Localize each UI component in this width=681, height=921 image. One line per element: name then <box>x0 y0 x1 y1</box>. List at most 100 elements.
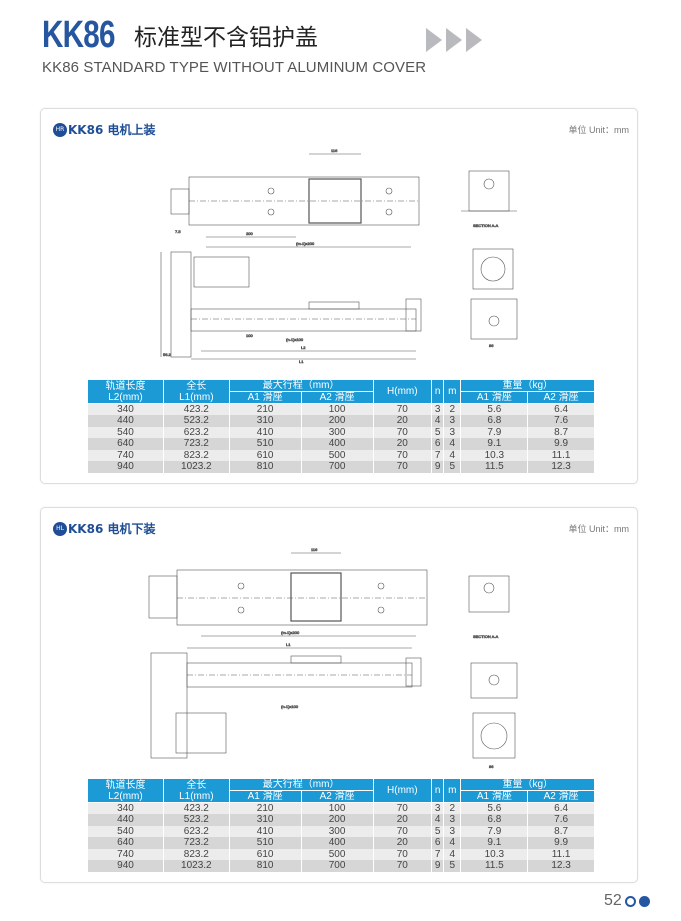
section-badge-icon: HR <box>53 122 67 137</box>
table-cell: 8.7 <box>527 426 595 438</box>
table-cell: 9 <box>431 461 445 473</box>
table-cell: 623.2 <box>162 825 230 837</box>
dim-label: 56.2 <box>163 352 172 357</box>
table-cell: 210 <box>228 403 302 415</box>
table-cell: 523.2 <box>162 814 230 826</box>
table-cell: 623.2 <box>162 426 230 438</box>
section-title: KK86 电机下装 <box>68 522 156 536</box>
section-badge-icon: HL <box>53 521 67 536</box>
dim-label: 200 <box>246 231 253 236</box>
dim-label: 86 <box>489 764 494 769</box>
table-cell: 3 <box>443 426 462 438</box>
table-cell: 70 <box>372 403 433 415</box>
header-h: H(mm) <box>372 778 433 803</box>
table-cell: 440 <box>87 814 164 826</box>
circle-outline-icon <box>624 895 636 907</box>
table-cell: 6 <box>431 837 445 849</box>
table-cell: 423.2 <box>162 403 230 415</box>
table-cell: 810 <box>228 461 302 473</box>
table-cell: 340 <box>87 802 164 814</box>
section-label: SECTION A-A <box>473 634 499 639</box>
table-cell: 500 <box>300 848 374 860</box>
page-subtitle: KK86 STANDARD TYPE WITHOUT ALUMINUM COVE… <box>42 59 427 76</box>
table-cell: 540 <box>87 426 164 438</box>
table-cell: 410 <box>228 825 302 837</box>
table-cell: 9.1 <box>460 438 529 450</box>
table-cell: 2 <box>443 403 462 415</box>
unit-label: 单位 Unit：mm <box>568 524 630 534</box>
table-cell: 3 <box>443 825 462 837</box>
header-stroke-a2: A2 滑座 <box>300 391 374 404</box>
header-m: m <box>443 778 462 803</box>
table-cell: 100 <box>300 403 374 415</box>
dim-label: 116 <box>311 547 318 552</box>
table-cell: 5 <box>431 426 445 438</box>
dim-label: L1 <box>286 642 291 647</box>
header-max-stroke: 最大行程（mm） <box>228 379 374 392</box>
table-cell: 7.6 <box>527 814 595 826</box>
table-cell: 7 <box>431 449 445 461</box>
table-cell: 723.2 <box>162 837 230 849</box>
table-cell: 4 <box>443 837 462 849</box>
table-cell: 940 <box>87 461 164 473</box>
table-cell: 3 <box>443 415 462 427</box>
table-cell: 3 <box>431 802 445 814</box>
table-cell: 540 <box>87 825 164 837</box>
table-cell: 210 <box>228 802 302 814</box>
table-cell: 2 <box>443 802 462 814</box>
table-cell: 9.9 <box>527 837 595 849</box>
header-h: H(mm) <box>372 379 433 404</box>
table-cell: 6.8 <box>460 814 529 826</box>
table-cell: 340 <box>87 403 164 415</box>
unit-label: 单位 Unit：mm <box>568 125 630 135</box>
table-cell: 20 <box>372 415 433 427</box>
table-cell: 740 <box>87 449 164 461</box>
header-weight: 重量（kg） <box>460 379 595 392</box>
table-cell: 310 <box>228 814 302 826</box>
table-cell: 4 <box>431 814 445 826</box>
table-cell: 200 <box>300 415 374 427</box>
circle-filled-icon <box>638 895 650 907</box>
table-cell: 5 <box>431 825 445 837</box>
table-cell: 5.6 <box>460 403 529 415</box>
table-cell: 740 <box>87 848 164 860</box>
table-cell: 12.3 <box>527 461 595 473</box>
table-cell: 20 <box>372 814 433 826</box>
table-cell: 100 <box>300 802 374 814</box>
table-cell: 11.1 <box>527 449 595 461</box>
table-cell: 723.2 <box>162 438 230 450</box>
table-cell: 823.2 <box>162 449 230 461</box>
table-cell: 70 <box>372 449 433 461</box>
page-number-text: 52 <box>604 892 622 909</box>
table-cell: 1023.2 <box>162 860 230 872</box>
table-cell: 700 <box>300 461 374 473</box>
dim-label: 116 <box>331 148 338 153</box>
table-cell: 6.8 <box>460 415 529 427</box>
table-cell: 400 <box>300 837 374 849</box>
table-cell: 610 <box>228 848 302 860</box>
dim-label: L2 <box>301 345 306 350</box>
table-cell: 510 <box>228 837 302 849</box>
table-cell: 7 <box>431 848 445 860</box>
table-cell: 70 <box>372 461 433 473</box>
table-cell: 9.9 <box>527 438 595 450</box>
table-cell: 7.9 <box>460 426 529 438</box>
title-cn: 标准型不含铝护盖 <box>134 25 318 51</box>
header-m: m <box>443 379 462 404</box>
header-weight-a2: A2 滑座 <box>527 391 595 404</box>
dim-label: (n-1)x100 <box>281 704 299 709</box>
table-cell: 400 <box>300 438 374 450</box>
table-cell: 6 <box>431 438 445 450</box>
